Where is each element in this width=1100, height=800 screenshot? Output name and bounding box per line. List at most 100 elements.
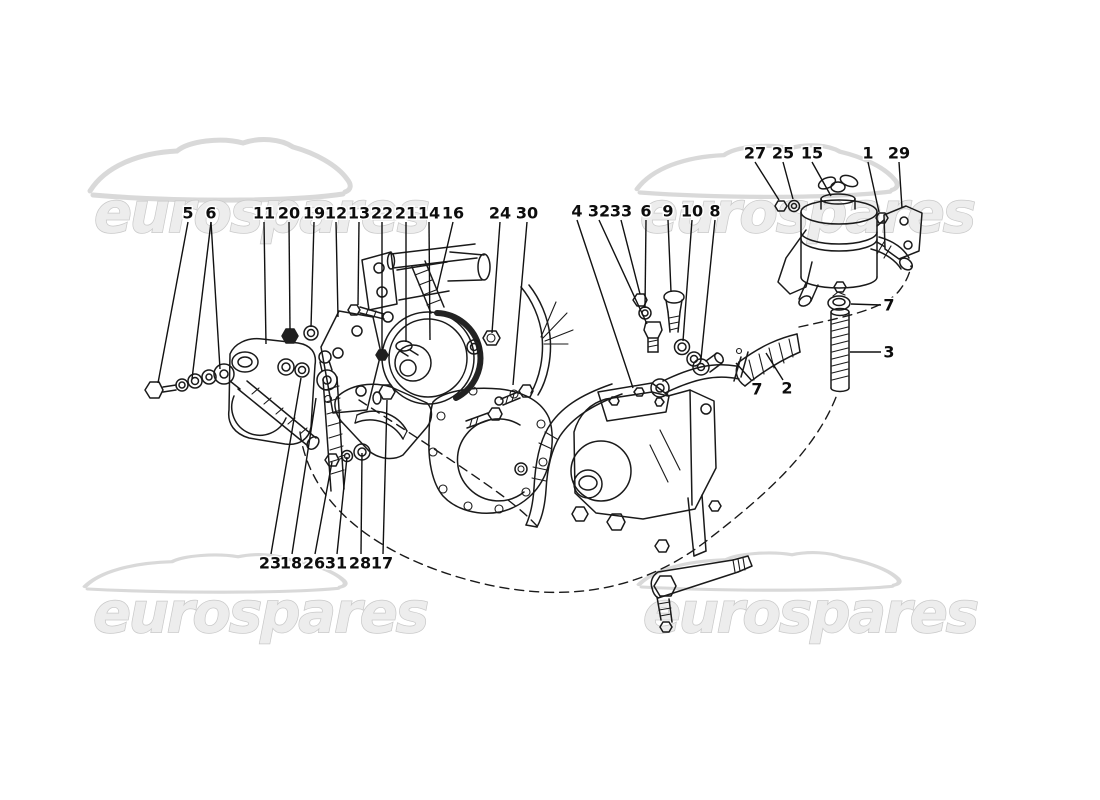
rod-end (213, 363, 235, 385)
outlet-hose (525, 383, 623, 528)
belt-on-pulley (434, 310, 484, 401)
callout-number-21: 21 (395, 204, 417, 223)
hose-clamp (827, 295, 851, 311)
callout-leader-13 (357, 221, 360, 306)
callout-number-30: 30 (516, 204, 538, 223)
callout-number-6: 6 (640, 202, 651, 221)
callout-leader-23 (270, 377, 302, 555)
cap-nut (774, 200, 788, 212)
wing-nut (817, 176, 837, 190)
callout-number-7: 7 (883, 296, 894, 315)
callout-number-1: 1 (862, 144, 873, 163)
callout-leader-6 (210, 221, 221, 370)
tie-rod-bolt (144, 381, 164, 399)
power-steering-pump-assembly (144, 243, 501, 492)
callout-leader-20 (288, 221, 291, 330)
callout-leader-fork (191, 221, 212, 380)
callout-number-12: 12 (325, 204, 347, 223)
callout-leader-2 (765, 352, 784, 381)
watermark-top-left: eurospares (90, 140, 431, 247)
plug-nut (632, 293, 648, 307)
callout-leader-31 (336, 456, 348, 555)
union-fittings-column (632, 290, 725, 376)
callout-number-22: 22 (371, 204, 393, 223)
lock-nut (375, 349, 389, 361)
callout-number-18: 18 (280, 554, 302, 573)
radiating-lines (540, 301, 574, 345)
reservoir-bracket (883, 205, 923, 260)
callout-number-13: 13 (348, 204, 370, 223)
cap-washer (787, 199, 801, 213)
callout-number-6: 6 (205, 204, 216, 223)
pump-boss (231, 351, 259, 373)
watermark-text: eurospares (643, 581, 978, 646)
callout-leader-8 (700, 219, 716, 360)
pulley-screw (395, 340, 413, 352)
watermark-text: eurospares (94, 181, 429, 246)
callout-leader-27 (754, 161, 780, 201)
callout-number-26: 26 (303, 554, 325, 573)
side-bolt (571, 506, 589, 522)
callout-leader-1 (867, 161, 880, 213)
banjo-bolt (663, 290, 685, 304)
callout-number-25: 25 (772, 144, 794, 163)
ball-joint (316, 369, 338, 391)
routing-path-long (299, 391, 839, 594)
sector-shaft-housing (570, 440, 632, 502)
callout-leader-32 (598, 219, 648, 325)
cover-stud (487, 407, 503, 421)
fluid-reservoir-assembly (774, 174, 923, 307)
callout-number-10: 10 (681, 202, 703, 221)
callout-number-33: 33 (610, 202, 632, 221)
hose-hatching (831, 319, 849, 381)
callout-leader-24 (491, 221, 501, 334)
callout-leader-17 (382, 399, 388, 555)
stud-nut (659, 621, 673, 633)
callout-leader-14 (428, 221, 431, 341)
callout-leader-10 (682, 219, 693, 342)
suction-pipe-assembly (827, 291, 851, 393)
callout-number-11: 11 (253, 204, 275, 223)
drag-link (650, 559, 734, 589)
callout-number-14: 14 (418, 204, 440, 223)
callout-leader-6 (644, 219, 647, 309)
mount-stud (518, 384, 534, 398)
steering-box (570, 382, 753, 633)
callout-number-8: 8 (709, 202, 720, 221)
callout-leader-19 (310, 221, 315, 328)
union-fitting (643, 321, 663, 339)
callout-number-20: 20 (278, 204, 300, 223)
watermark-bottom-right: eurospares (639, 553, 980, 647)
bracket-screw (875, 212, 889, 224)
callout-number-19: 19 (303, 204, 325, 223)
callout-leader-28 (360, 452, 363, 555)
pivot-nut (482, 330, 501, 346)
side-bolt (606, 513, 626, 531)
bracket-plate (361, 251, 398, 311)
callout-number-23: 23 (259, 554, 281, 573)
pivot-bolt (324, 453, 340, 467)
callout-leader-26 (314, 461, 333, 555)
pressure-hose-assembly (650, 333, 801, 398)
callout-number-4: 4 (571, 202, 582, 221)
adjust-stud (347, 304, 361, 316)
callout-number-3: 3 (883, 343, 894, 362)
routing-path-reservoir (798, 265, 912, 328)
callout-leader-11 (263, 221, 267, 345)
clamp-bolt (378, 384, 396, 400)
watermark-bottom-left: eurospares (85, 555, 430, 647)
slotted-bracket (334, 383, 433, 460)
callout-leader-16 (436, 221, 454, 291)
engine-timing-cover (428, 284, 574, 514)
callout-number-9: 9 (662, 202, 673, 221)
callout-number-24: 24 (489, 204, 511, 223)
callout-number-7: 7 (751, 380, 762, 399)
callout-number-2: 2 (781, 379, 792, 398)
callout-leader-18 (291, 397, 317, 555)
callout-leader-7 (850, 303, 882, 306)
watermark-text: eurospares (93, 581, 428, 646)
pressure-hose (738, 333, 798, 363)
